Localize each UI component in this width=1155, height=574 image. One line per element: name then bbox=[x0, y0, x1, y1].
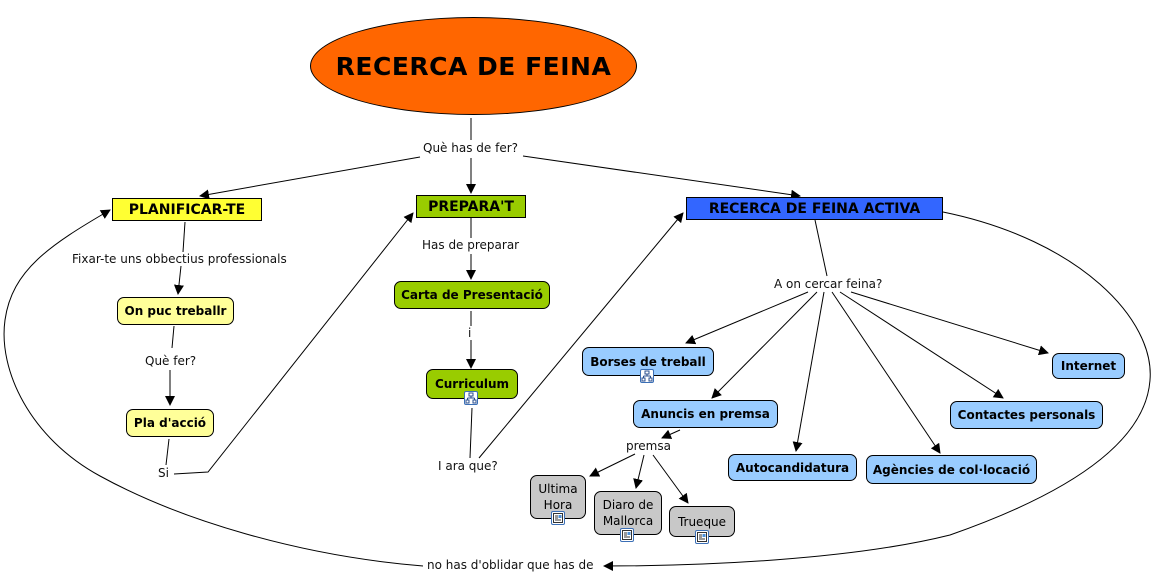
concept-trueque-label: Trueque bbox=[677, 514, 727, 529]
link-aon-contactes bbox=[839, 291, 1004, 399]
link-aon-borses bbox=[685, 291, 809, 345]
concept-diario-label: Diaro de Mallorca bbox=[602, 498, 654, 528]
concept-pla-d-accio[interactable]: Pla d'acció bbox=[126, 409, 214, 437]
concept-autocandidatura-label: Autocandidatura bbox=[735, 460, 850, 475]
concept-contactes-personals[interactable]: Contactes personals bbox=[950, 401, 1103, 429]
image-document-icon[interactable] bbox=[551, 511, 565, 525]
link-iara-activa bbox=[478, 212, 684, 459]
concept-borses-label: Borses de treball bbox=[590, 354, 706, 369]
concept-pla-d-accio-label: Pla d'acció bbox=[133, 416, 207, 430]
concept-planificar-te[interactable]: PLANIFICAR-TE bbox=[112, 198, 262, 221]
link-onpuc-quefer bbox=[171, 325, 175, 349]
concept-diaro-de-mallorca[interactable]: Diaro de Mallorca bbox=[594, 491, 662, 535]
link-pla-si bbox=[165, 438, 170, 466]
link-label-has-de-preparar: Has de preparar bbox=[420, 238, 522, 252]
link-label-a-on-cercar: A on cercar feina? bbox=[772, 277, 885, 291]
link-label-no-has-d-oblidar: no has d'oblidar que has de bbox=[425, 558, 596, 572]
concept-anuncis-en-premsa[interactable]: Anuncis en premsa bbox=[633, 400, 778, 428]
root-concept-label: RECERCA DE FEINA bbox=[335, 51, 612, 81]
concept-internet[interactable]: Internet bbox=[1052, 353, 1125, 379]
concept-map-icon[interactable] bbox=[640, 369, 654, 383]
link-premsa-trueque bbox=[652, 454, 689, 504]
link-que-activa bbox=[522, 155, 801, 200]
link-label-que-fer: Què fer? bbox=[143, 354, 199, 368]
concept-autocandidatura[interactable]: Autocandidatura bbox=[728, 454, 857, 481]
link-aon-autocand bbox=[792, 291, 825, 452]
link-label-que-has-de-fer: Què has de fer? bbox=[421, 141, 520, 155]
link-curriculum-iara bbox=[469, 407, 473, 459]
concept-contactes-label: Contactes personals bbox=[957, 408, 1096, 422]
concept-internet-label: Internet bbox=[1060, 359, 1117, 373]
link-premsa-diario bbox=[633, 454, 645, 489]
link-activa-aon bbox=[814, 219, 828, 277]
link-label-fixar: Fixar-te uns obbectius professionals bbox=[70, 252, 289, 266]
concept-agencies-label: Agències de col·locació bbox=[872, 462, 1031, 477]
concept-carta-de-presentacio[interactable]: Carta de Presentació bbox=[394, 281, 550, 309]
concept-carta-label: Carta de Presentació bbox=[401, 288, 543, 302]
concept-on-puc-treballr-label: On puc treballr bbox=[124, 304, 227, 318]
link-label-i: i bbox=[466, 326, 474, 340]
concept-planificar-te-label: PLANIFICAR-TE bbox=[128, 201, 246, 218]
image-document-icon[interactable] bbox=[620, 528, 634, 542]
concept-on-puc-treballr[interactable]: On puc treballr bbox=[117, 297, 234, 325]
link-fixar-onpuc bbox=[173, 265, 184, 295]
concept-prepara-t[interactable]: PREPARA'T bbox=[416, 195, 526, 218]
concept-ultima-hora-label: Ultima Hora bbox=[538, 482, 578, 512]
image-document-icon[interactable] bbox=[695, 530, 709, 544]
link-planificar-fixar bbox=[182, 221, 186, 253]
concept-recerca-activa-label: RECERCA DE FEINA ACTIVA bbox=[708, 200, 921, 217]
link-activa-oblidar bbox=[603, 211, 1151, 571]
concept-anuncis-label: Anuncis en premsa bbox=[641, 407, 770, 421]
concept-trueque[interactable]: Trueque bbox=[669, 506, 735, 537]
link-si-prepara bbox=[173, 212, 414, 475]
link-oblidar-planificar bbox=[3, 209, 424, 567]
link-anuncis-premsa bbox=[661, 429, 681, 439]
link-aon-internet bbox=[850, 291, 1049, 356]
link-label-i-ara-que: I ara que? bbox=[436, 459, 500, 473]
link-label-premsa: premsa bbox=[624, 439, 673, 453]
concept-recerca-de-feina-activa[interactable]: RECERCA DE FEINA ACTIVA bbox=[686, 197, 943, 220]
concept-agencies-de-col-locacio[interactable]: Agències de col·locació bbox=[866, 455, 1037, 484]
link-aon-anuncis bbox=[711, 291, 818, 399]
link-aon-agencies bbox=[831, 291, 941, 454]
link-que-planificar bbox=[199, 156, 421, 200]
concept-curriculum-label: Curriculum bbox=[434, 377, 510, 391]
concept-prepara-t-label: PREPARA'T bbox=[428, 198, 514, 215]
concept-map-icon[interactable] bbox=[464, 391, 478, 405]
link-premsa-ultima bbox=[589, 453, 636, 477]
link-label-si: Si bbox=[156, 466, 171, 480]
root-concept-recerca-de-feina[interactable]: RECERCA DE FEINA bbox=[310, 17, 637, 115]
